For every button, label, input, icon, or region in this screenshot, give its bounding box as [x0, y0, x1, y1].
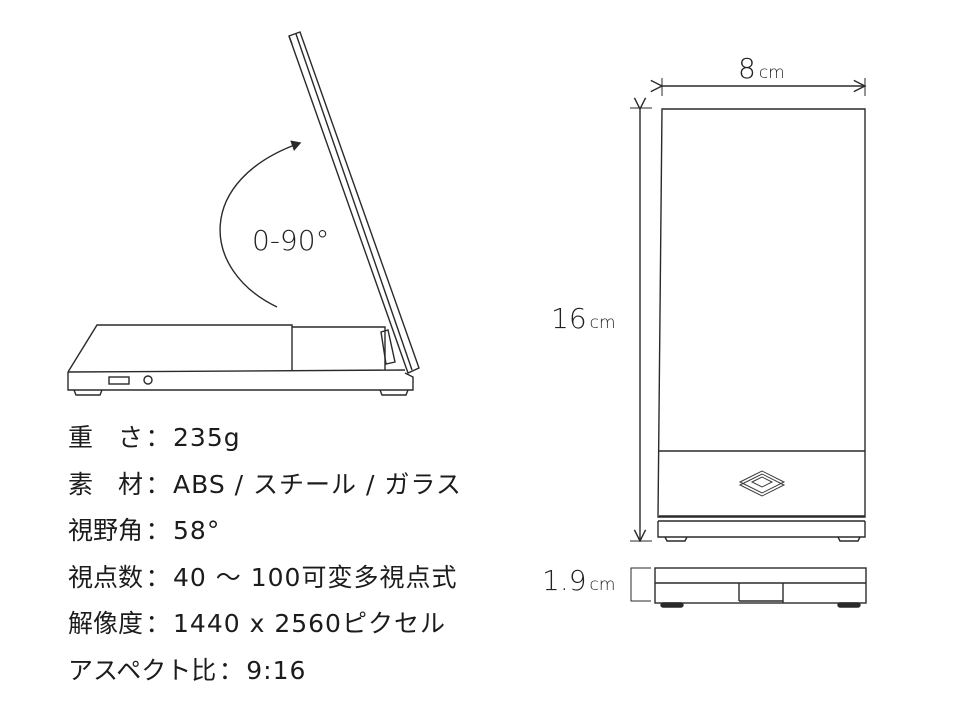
spec-value: 58°	[173, 516, 221, 545]
base-view-drawing	[630, 567, 867, 608]
spec-key: 重 さ	[68, 423, 144, 452]
height-value: 16	[551, 302, 587, 335]
spec-value: 40 〜 100可変多視点式	[173, 562, 458, 592]
side-view-drawing	[67, 31, 420, 396]
spec-colon: ：	[218, 655, 244, 685]
front-view-drawing	[630, 78, 865, 541]
spec-value: 9:16	[246, 655, 307, 685]
spec-colon: ：	[145, 562, 171, 592]
audio-jack-icon	[143, 375, 153, 385]
height-unit: cm	[589, 313, 616, 333]
spec-row-aspect-ratio: アスペクト比：9:16	[68, 651, 462, 698]
spec-key: 素 材	[68, 469, 144, 499]
spec-row-resolution: 解像度：1440 x 2560ピクセル	[68, 604, 462, 651]
depth-value: 1.9	[542, 564, 587, 597]
width-unit: cm	[758, 63, 785, 83]
diamond-cube-logo-icon	[738, 470, 786, 497]
spec-key: 解像度	[68, 609, 144, 638]
spec-colon: ：	[145, 516, 171, 545]
spec-list: 重 さ：235g 素 材：ABS / スチール / ガラス 視野角：58° 視点…	[68, 418, 462, 697]
foot-right	[379, 389, 409, 396]
spec-key: アスペクト比	[68, 655, 217, 685]
spec-value: ABS / スチール / ガラス	[173, 469, 462, 499]
spec-row-viewing-angle: 視野角：58°	[68, 511, 462, 558]
spec-row-weight: 重 さ：235g	[68, 418, 462, 465]
spec-value: 1440 x 2560ピクセル	[173, 609, 446, 638]
spec-key: 視野角	[68, 516, 144, 545]
spec-colon: ：	[145, 469, 171, 499]
spec-value: 235g	[173, 423, 241, 452]
rotation-arrow-icon	[219, 140, 302, 308]
spec-colon: ：	[145, 609, 171, 638]
foot-left	[73, 389, 103, 396]
spec-row-viewpoints: 視点数：40 〜 100可変多視点式	[68, 558, 462, 605]
spec-key: 視点数	[68, 562, 144, 592]
angle-label: 0-90°	[252, 224, 330, 257]
usb-port-icon	[108, 376, 130, 385]
spec-row-material: 素 材：ABS / スチール / ガラス	[68, 465, 462, 512]
spec-colon: ：	[145, 423, 171, 452]
width-value: 8	[738, 52, 756, 85]
depth-unit: cm	[589, 575, 616, 595]
